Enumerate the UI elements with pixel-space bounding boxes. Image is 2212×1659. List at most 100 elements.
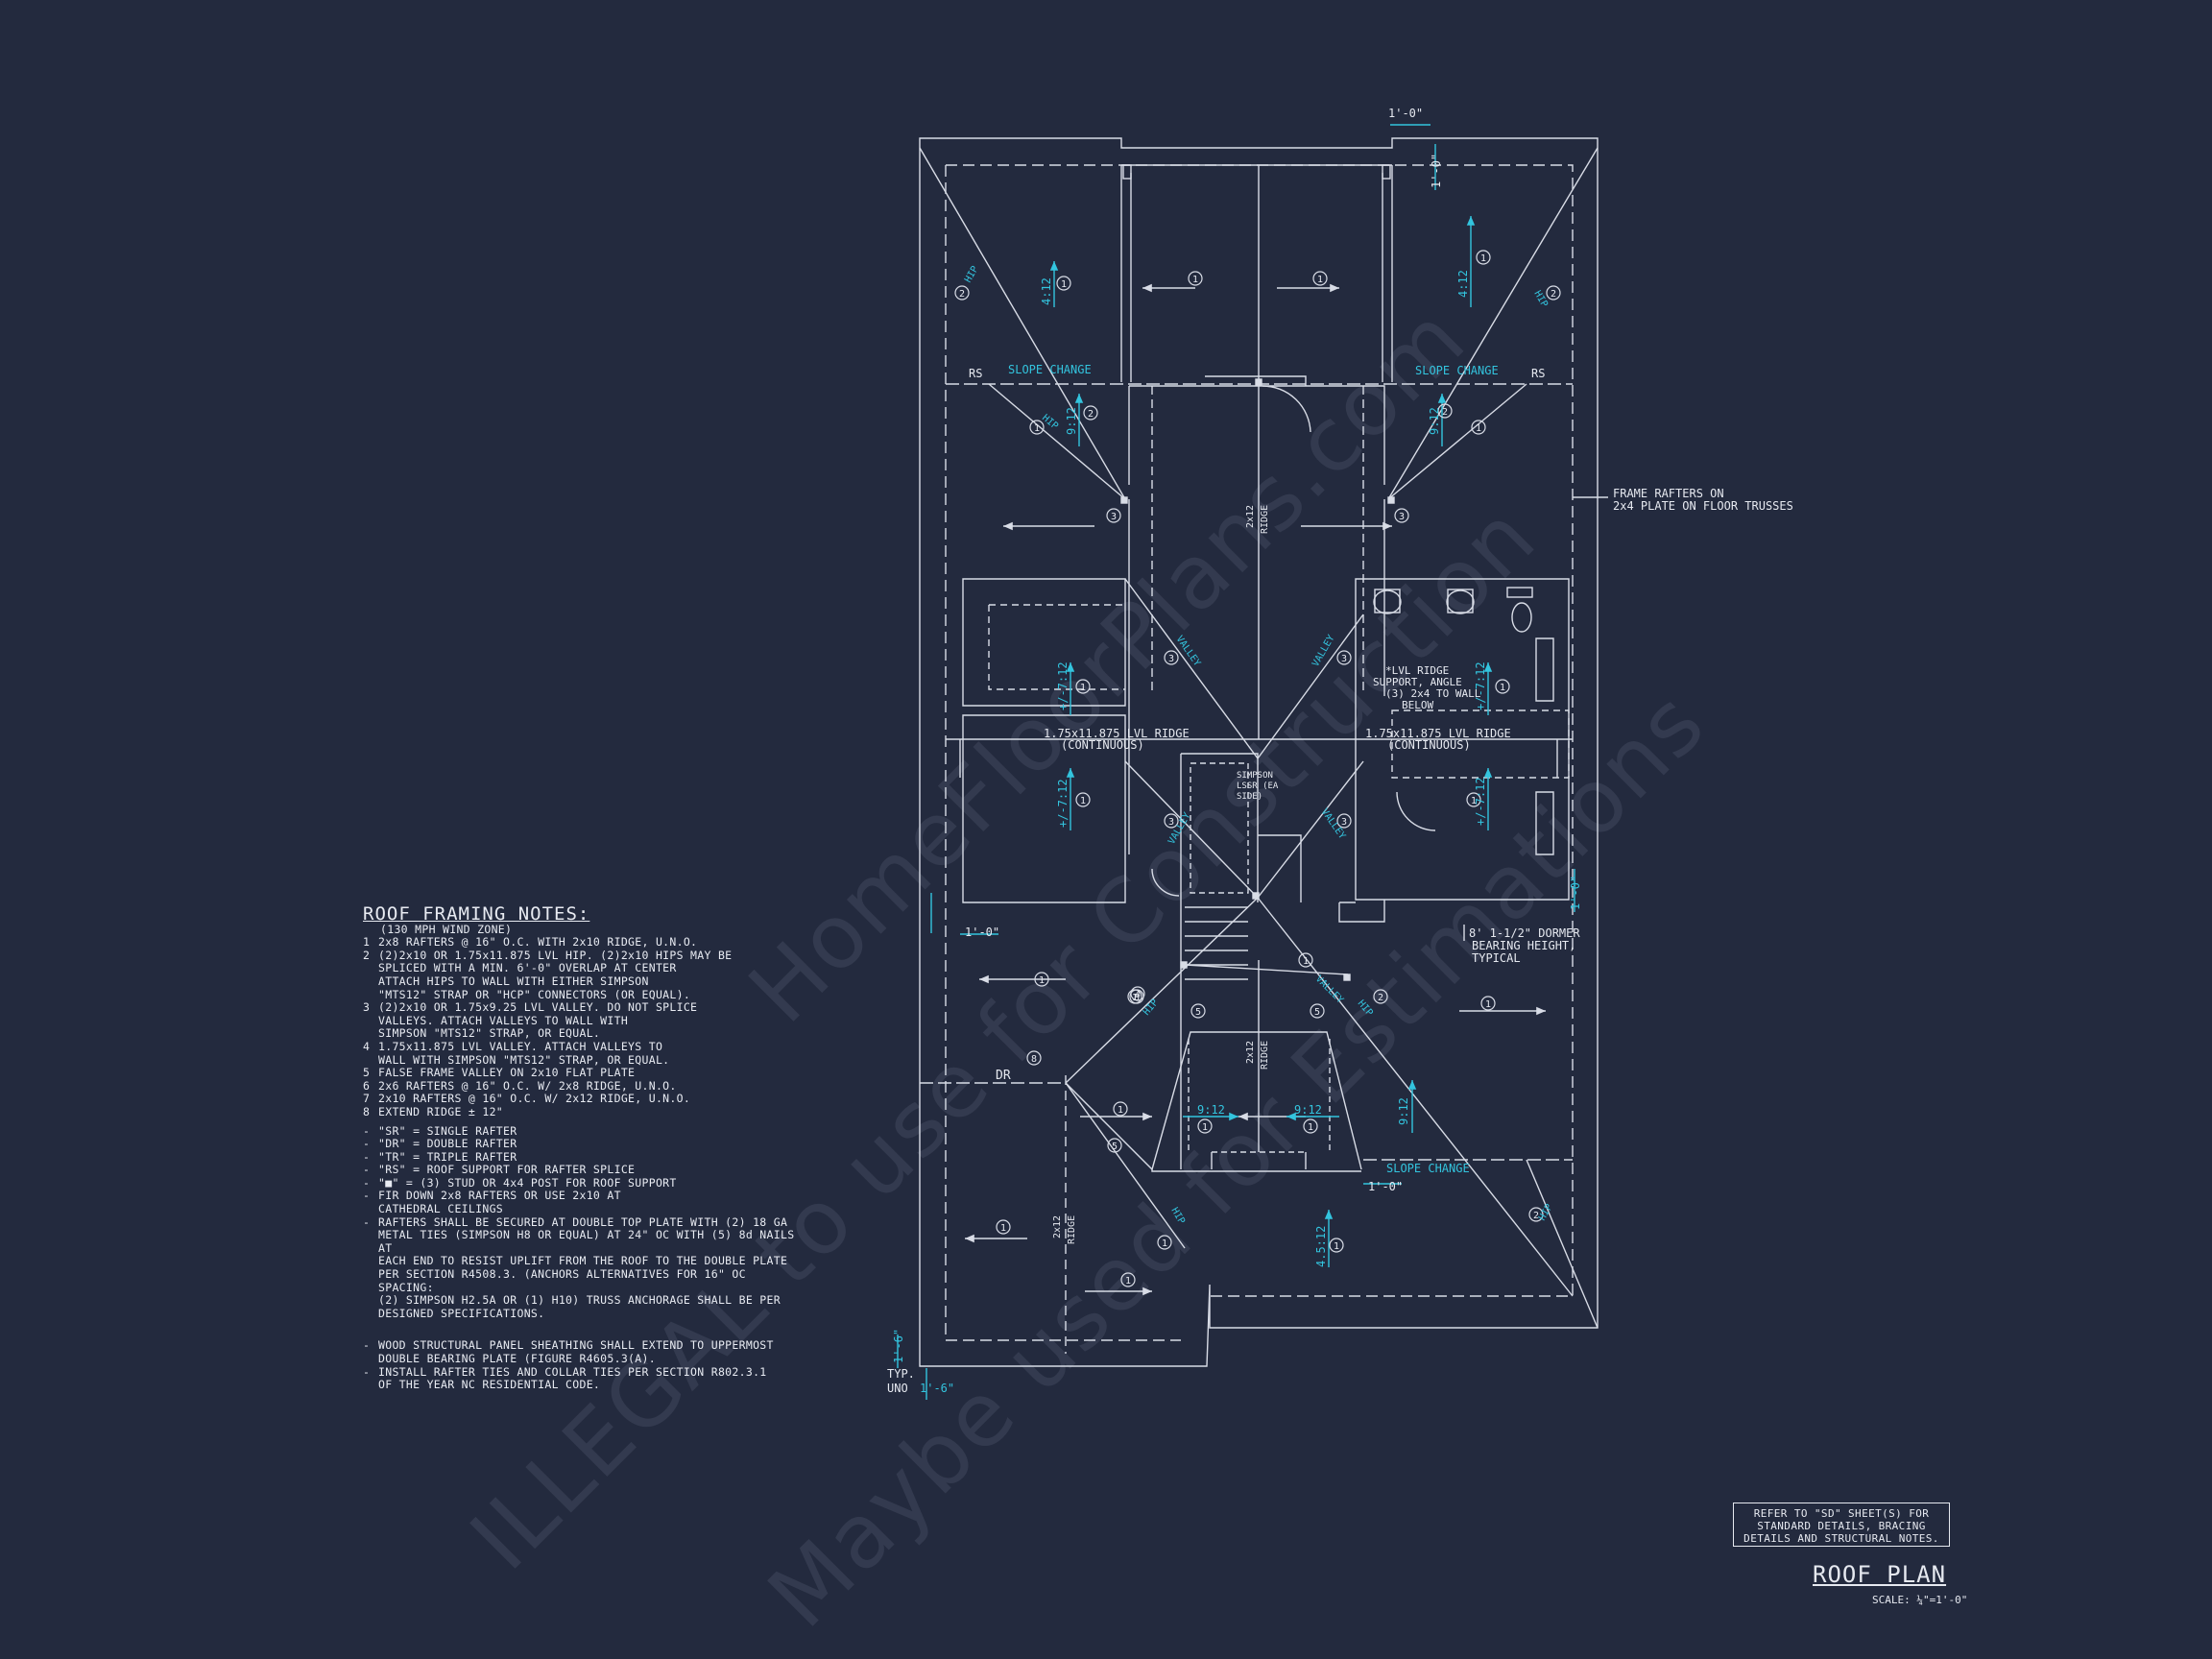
ridge-label: 1.75x11.875 LVL RIDGE: [1365, 727, 1511, 740]
note-item-line: ATTACH HIPS TO WALL WITH EITHER SIMPSON: [363, 974, 805, 989]
simpson-note: SIDE): [1237, 792, 1262, 802]
note-tag-number: 1: [1500, 683, 1505, 693]
bullet-dash: [363, 1379, 378, 1392]
note-number: 8: [363, 1104, 371, 1118]
bullet-text: DESIGNED SPECIFICATIONS.: [378, 1306, 545, 1320]
note-tag-number: 3: [1341, 654, 1347, 664]
pitch-label: 9:12: [1197, 1103, 1225, 1117]
note-tag-number: 3: [1399, 512, 1405, 522]
note-tag-number: 1: [1125, 1276, 1131, 1286]
note-text: 1.75x11.875 LVL VALLEY. ATTACH VALLEYS T…: [378, 1039, 663, 1053]
bullet-text: FIR DOWN 2x8 RAFTERS OR USE 2x10 AT: [378, 1189, 621, 1203]
bullet-text: RAFTERS SHALL BE SECURED AT DOUBLE TOP P…: [378, 1214, 788, 1229]
note-number: 1: [363, 935, 371, 950]
hip-label: HIP: [1168, 1206, 1187, 1226]
dim-label: 1'-0": [1368, 1180, 1403, 1193]
note-text: SIMPSON "MTS12" STRAP, OR EQUAL.: [378, 1026, 601, 1041]
bullet-dash: -: [363, 1189, 371, 1203]
note-tag-number: 1: [1471, 796, 1477, 806]
note-number: 6: [363, 1078, 371, 1093]
valley-label: VALLEY: [1313, 974, 1345, 1005]
note-text: 2x6 RAFTERS @ 16" O.C. W/ 2x8 RIDGE, U.N…: [378, 1078, 677, 1093]
notes-subtitle: (130 MPH WIND ZONE): [380, 922, 513, 936]
note-tag-number: 1: [1080, 683, 1086, 693]
pitch-label: 9:12: [1294, 1103, 1322, 1117]
bullet-dash: [363, 1308, 378, 1321]
bullet-line: -INSTALL RAFTER TIES AND COLLAR TIES PER…: [363, 1365, 805, 1380]
dim-label: 1'-0": [965, 926, 999, 939]
ridge-label: RIDGE: [1260, 505, 1270, 534]
note-text: VALLEYS. ATTACH VALLEYS TO WALL WITH: [378, 1013, 629, 1027]
rs-label: RS: [969, 367, 982, 380]
note-tag-number: 1: [1000, 1223, 1006, 1234]
note-number: [363, 989, 378, 1002]
note-tag-number: 5: [1195, 1007, 1201, 1018]
note-number: [363, 1027, 378, 1041]
note-tag-number: 5: [1314, 1007, 1320, 1018]
bullet-dash: -: [363, 1214, 371, 1229]
dim-label: 1'-0": [1430, 154, 1443, 188]
bullet-dash: -: [363, 1149, 371, 1164]
hip-label: HIP: [963, 264, 981, 284]
bullet-dash: [363, 1203, 378, 1216]
bullet-text: "■" = (3) STUD OR 4x4 POST FOR ROOF SUPP…: [378, 1175, 677, 1190]
note-tag-number: 1: [1480, 253, 1486, 264]
note-tag-number: 5: [1112, 1142, 1118, 1152]
note-tag-number: 2: [1533, 1211, 1539, 1221]
note-tag-number: 2: [1551, 289, 1556, 300]
ridge-label: RIDGE: [1067, 1215, 1077, 1244]
note-text: "MTS12" STRAP OR "HCP" CONNECTORS (OR EQ…: [378, 987, 691, 1001]
bullet-text: CATHEDRAL CEILINGS: [378, 1202, 504, 1216]
dim-label: 1'-6": [920, 1382, 954, 1395]
rs-label: RS: [1531, 367, 1545, 380]
ridge-label: 2x12: [1245, 1041, 1256, 1064]
note-tag-number: 8: [1134, 993, 1140, 1003]
ridge-label: RIDGE: [1260, 1041, 1270, 1070]
dim-label: 1'-0": [1569, 876, 1582, 910]
bullet-text: "SR" = SINGLE RAFTER: [378, 1123, 517, 1138]
bullet-line: OF THE YEAR NC RESIDENTIAL CODE.: [363, 1379, 805, 1392]
reference-line: DETAILS AND STRUCTURAL NOTES.: [1743, 1532, 1939, 1545]
support-note: SUPPORT, ANGLE: [1373, 676, 1462, 688]
pitch-label: +/-7:12: [1474, 777, 1487, 826]
bullet-dash: -: [363, 1123, 371, 1138]
reference-box: REFER TO "SD" SHEET(S) FOR STANDARD DETA…: [1733, 1503, 1950, 1547]
bullet-line: (2) SIMPSON H2.5A OR (1) H10) TRUSS ANCH…: [363, 1294, 805, 1308]
slope-change-label: SLOPE CHANGE: [1415, 364, 1499, 377]
note-text: (2)2x10 OR 1.75x11.875 LVL HIP. (2)2x10 …: [378, 948, 733, 962]
dormer-note: 8' 1-1/2" DORMER: [1469, 926, 1580, 940]
bullet-line: DESIGNED SPECIFICATIONS.: [363, 1306, 805, 1321]
dim-label: 1'-6": [892, 1329, 905, 1363]
pitch-label: 4:12: [1040, 277, 1053, 305]
note-text: WALL WITH SIMPSON "MTS12" STRAP, OR EQUA…: [378, 1052, 670, 1067]
bullet-line: -"RS" = ROOF SUPPORT FOR RAFTER SPLICE: [363, 1164, 805, 1177]
note-text: EXTEND RIDGE ± 12": [378, 1104, 504, 1118]
bullet-line: PER SECTION R4508.3. (ANCHORS ALTERNATIV…: [363, 1267, 805, 1294]
bullet-text: "RS" = ROOF SUPPORT FOR RAFTER SPLICE: [378, 1163, 636, 1177]
note-number: 3: [363, 1000, 371, 1015]
support-note: (3) 2x4 TO WALL: [1385, 687, 1481, 700]
bullet-line: -WOOD STRUCTURAL PANEL SHEATHING SHALL E…: [363, 1339, 805, 1353]
note-tag-number: 1: [1303, 956, 1309, 967]
pitch-label: 4:12: [1456, 270, 1470, 298]
bullet-dash: [363, 1255, 378, 1268]
note-tag-number: 1: [1162, 1238, 1167, 1249]
bullet-line: -"TR" = TRIPLE RAFTER: [363, 1149, 805, 1165]
valley-label: VALLEY: [1310, 634, 1337, 669]
note-tag-number: 1: [1308, 1122, 1313, 1133]
note-tag-number: 2: [959, 289, 965, 300]
note-tag-number: 2: [1088, 409, 1094, 420]
bullet-line: -RAFTERS SHALL BE SECURED AT DOUBLE TOP …: [363, 1214, 805, 1230]
bullet-text: (2) SIMPSON H2.5A OR (1) H10) TRUSS ANCH…: [378, 1293, 781, 1308]
slope-change-label: SLOPE CHANGE: [1386, 1162, 1470, 1175]
hip-label: HIP: [1356, 998, 1375, 1019]
note-number: 2: [363, 948, 371, 962]
bullet-line: -FIR DOWN 2x8 RAFTERS OR USE 2x10 AT: [363, 1190, 805, 1203]
bullet-text: "TR" = TRIPLE RAFTER: [378, 1149, 517, 1164]
bullet-dash: [363, 1353, 378, 1366]
note-tag-number: 4: [1135, 990, 1141, 1000]
note-tag-number: 3: [1341, 817, 1347, 828]
note-item-line: 3(2)2x10 OR 1.75x9.25 LVL VALLEY. DO NOT…: [363, 1001, 805, 1015]
